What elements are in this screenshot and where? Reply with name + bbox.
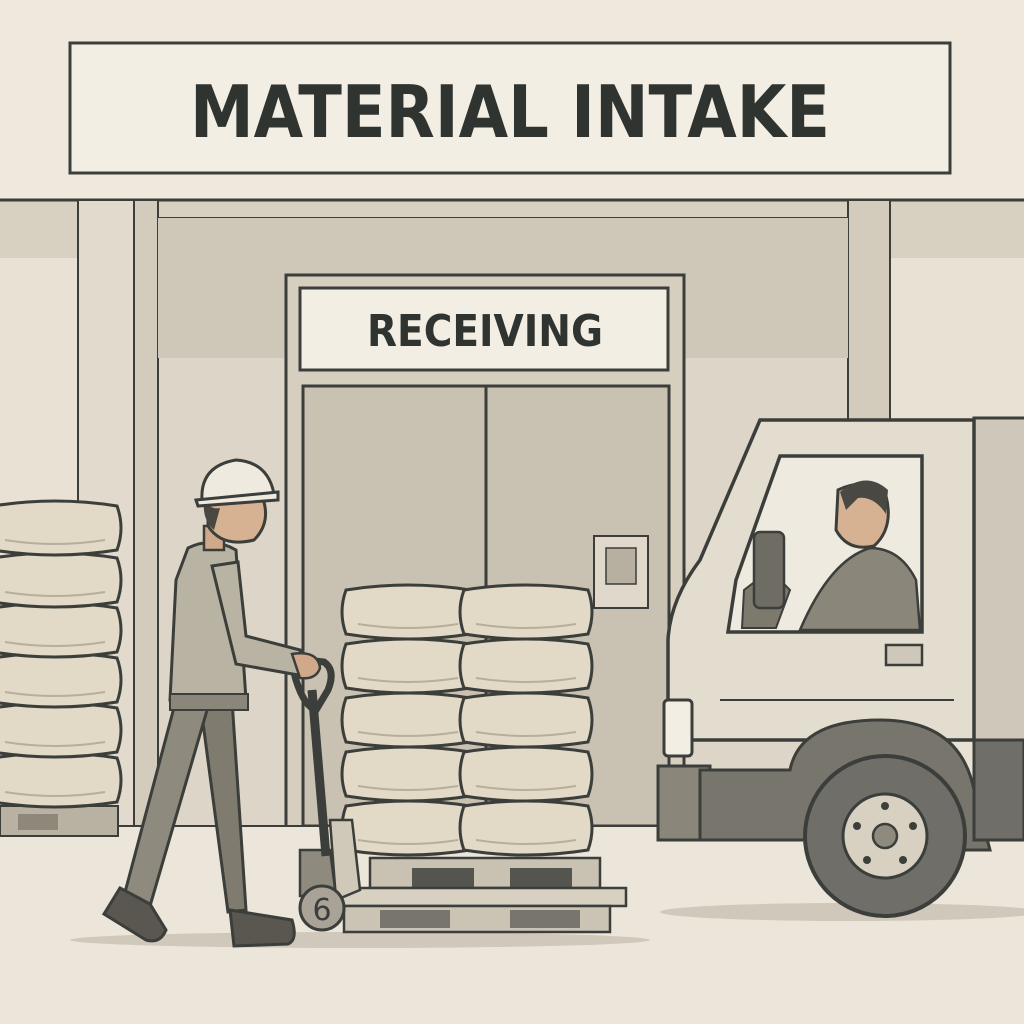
receiving-sign: RECEIVING: [298, 286, 670, 372]
truck-shadow: [660, 903, 1024, 921]
pallet-jack: 6: [290, 656, 628, 934]
pallet-load: [340, 583, 602, 890]
jack-wheel: [298, 884, 346, 932]
right-pillar: [847, 199, 891, 431]
truck-driver: [740, 480, 922, 632]
left-pillar-inner: [133, 199, 159, 831]
jack-shadow: [70, 932, 650, 948]
receiving-sign-text: RECEIVING: [367, 306, 603, 357]
delivery-truck: [656, 416, 1024, 918]
jack-wheel-label: 6: [312, 893, 331, 928]
worker: [101, 458, 322, 948]
main-sign-text: MATERIAL INTAKE: [190, 70, 830, 154]
left-sack-stack: [0, 499, 123, 837]
main-sign: MATERIAL INTAKE: [68, 41, 952, 175]
